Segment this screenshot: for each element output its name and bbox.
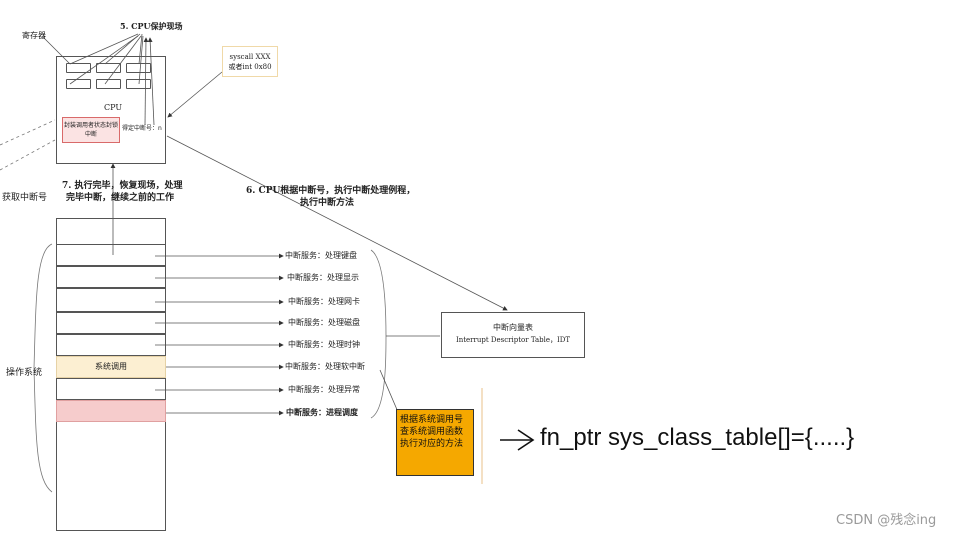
step7-line1: 7. 执行完毕，恢复现场，处理 [62,181,183,191]
step5-label: 5. CPU保护现场 [120,21,183,31]
step6-line2: 执行中断方法 [300,198,355,208]
memory-slot [56,312,166,334]
cpu-label: CPU [104,103,123,112]
scheduler-slot [56,400,166,422]
service-label: 中断服务：处理网卡 [288,297,360,306]
cpu-box [56,56,166,164]
syscall-note-line2: 或者int 0x80 [228,63,272,71]
int-number-label: 得定中断号：n [122,125,162,132]
lookup-note-box: 根据系统调用号查系统调用函数执行对应的方法 [396,409,474,476]
save-state-box: 封装调用者状态封锁中断 [62,117,120,143]
syscall-slot: 系统调用 [56,356,166,378]
service-label: 中断服务：处理磁盘 [288,318,360,327]
register-cell [126,63,151,73]
watermark: CSDN @残念ing [836,513,937,528]
service-label: 中断服务：处理键盘 [285,251,357,260]
service-label: 中断服务：处理时钟 [288,340,360,349]
register-cell [66,63,91,73]
step7-line2: 完毕中断，继续之前的工作 [66,193,175,203]
memory-slot [56,288,166,312]
get-int-number-label: 获取中断号 [2,193,48,203]
syscall-note-line1: syscall XXX [229,53,271,61]
register-cell [96,79,121,89]
service-label: 中断服务：处理异常 [288,385,360,394]
service-label: 中断服务：处理软中断 [285,362,365,371]
register-cell [96,63,121,73]
memory-slot [56,266,166,288]
service-label: 中断服务：处理显示 [287,273,359,282]
os-label: 操作系统 [6,368,43,378]
register-label: 寄存器 [22,31,46,40]
step6-line1: 6. CPU根据中断号，执行中断处理例程， [246,186,416,196]
idt-box: 中断向量表 Interrupt Descriptor Table，IDT [441,312,585,358]
idt-subtitle: Interrupt Descriptor Table，IDT [455,336,571,344]
memory-slot [56,378,166,400]
syscall-note: syscall XXX 或者int 0x80 [222,46,278,77]
idt-title: 中断向量表 [493,323,533,332]
service-label: 中断服务：进程调度 [286,408,358,417]
memory-slot [56,334,166,356]
memory-slot [56,244,166,266]
syscall-table-code: fn_ptr sys_class_table[]={.....} [540,424,855,451]
register-cell [126,79,151,89]
register-cell [66,79,91,89]
